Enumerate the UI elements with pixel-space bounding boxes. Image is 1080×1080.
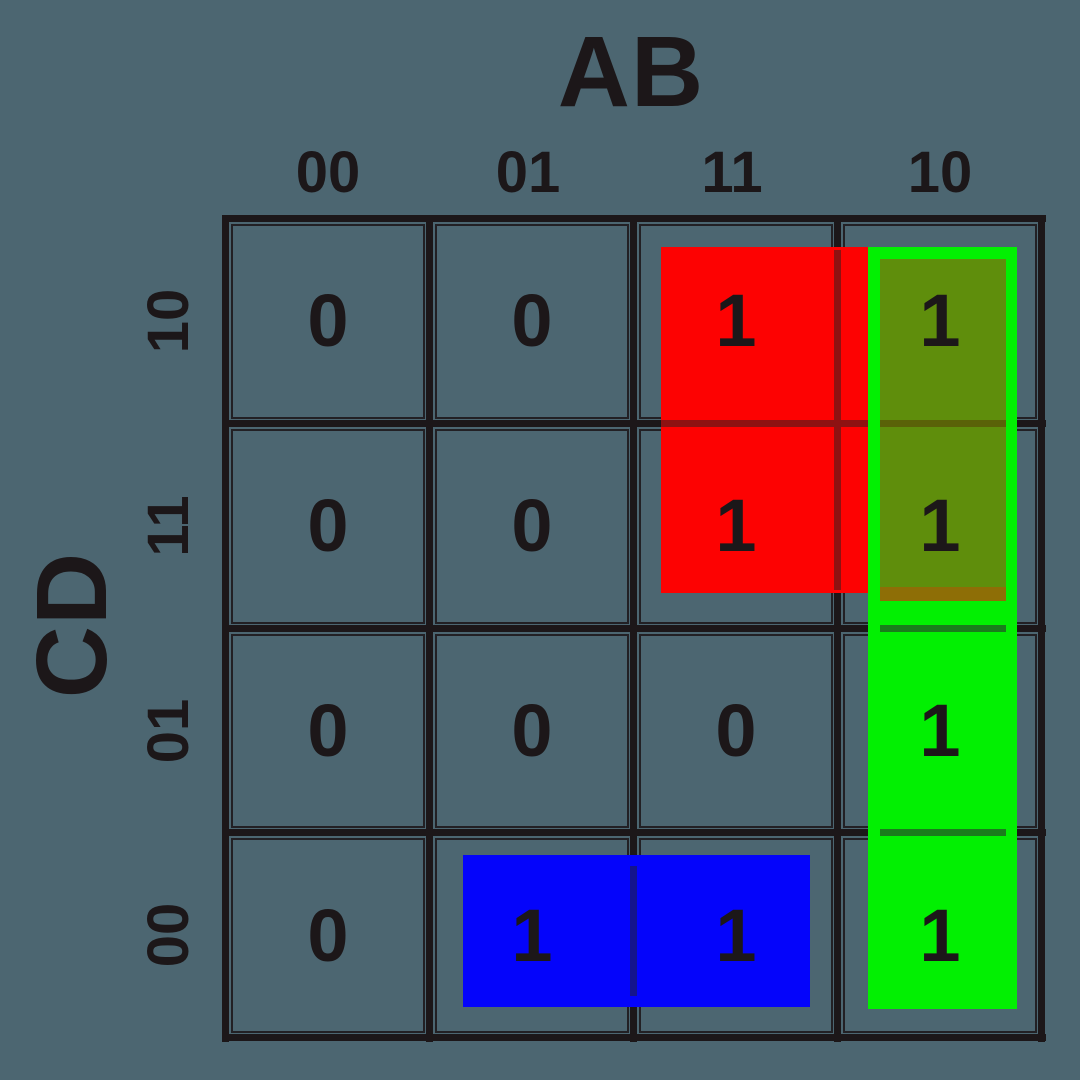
cell-value-r00-c11: 1 <box>715 893 757 977</box>
cell-value-r10-c00: 0 <box>307 279 349 363</box>
cell-value-r10-c10: 1 <box>919 279 961 363</box>
cell-value-r11-c00: 0 <box>307 484 349 568</box>
gridline-through-red-vertical <box>834 250 841 590</box>
kmap-cell-r01-c11 <box>634 629 838 834</box>
cell-value-r01-c01: 0 <box>511 688 553 772</box>
kmap-values: 0 0 1 1 0 0 1 1 0 0 0 1 0 1 1 1 <box>226 219 1042 1038</box>
gridline-through-olive <box>880 420 1006 427</box>
grid-line-horizontal-0 <box>222 215 1046 222</box>
cell-value-r01-c11: 0 <box>715 688 757 772</box>
cell-value-r10-c11: 1 <box>715 279 757 363</box>
cell-value-r11-c11: 1 <box>715 484 757 568</box>
cell-value-r01-c00: 0 <box>307 688 349 772</box>
row-header-11: 11 <box>136 495 201 557</box>
gridline-through-green-1 <box>880 625 1006 632</box>
col-header-10: 10 <box>907 140 973 205</box>
grid-line-horizontal-4 <box>222 1034 1046 1041</box>
cell-value-r00-c01: 1 <box>511 893 553 977</box>
grid-line-horizontal-3 <box>222 829 1046 836</box>
cell-value-r00-c10: 1 <box>919 893 961 977</box>
col-header-01: 01 <box>495 140 561 205</box>
row-header-01: 01 <box>136 698 201 764</box>
row-header-10: 10 <box>136 288 201 354</box>
cell-value-r10-c01: 0 <box>511 279 553 363</box>
cell-value-r11-c01: 0 <box>511 484 553 568</box>
gridline-through-green-2 <box>880 829 1006 836</box>
kmap-cell-r00-c00 <box>226 833 430 1038</box>
kmap-cell-r11-c01 <box>430 424 634 629</box>
gridline-through-red-horizontal <box>661 420 868 427</box>
left-axis-title: CD <box>16 551 128 699</box>
top-axis-title: AB <box>557 16 705 128</box>
row-header-00: 00 <box>136 902 201 968</box>
grid-line-horizontal-2 <box>222 625 1046 632</box>
kmap-cell-r11-c00 <box>226 424 430 629</box>
kmap-cell-r01-c01 <box>430 629 634 834</box>
red-edge-under-green <box>880 587 1006 601</box>
grid-line-horizontal-1 <box>222 420 1046 427</box>
cell-value-r11-c10: 1 <box>919 484 961 568</box>
cell-value-r00-c00: 0 <box>307 893 349 977</box>
col-header-00: 00 <box>295 140 361 205</box>
kmap-cell-r10-c01 <box>430 219 634 424</box>
col-header-11: 11 <box>701 140 763 205</box>
gridline-through-blue <box>630 866 637 996</box>
kmap-cell-r01-c00 <box>226 629 430 834</box>
cell-value-r01-c10: 1 <box>919 688 961 772</box>
kmap-cell-r10-c00 <box>226 219 430 424</box>
